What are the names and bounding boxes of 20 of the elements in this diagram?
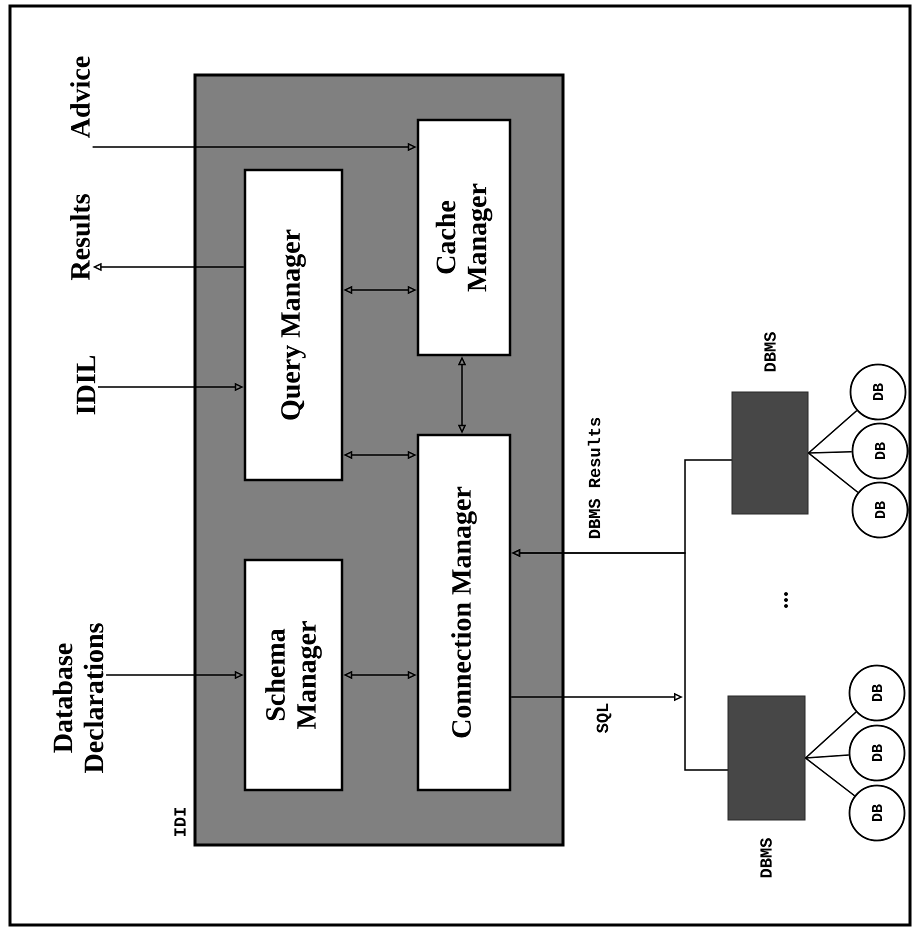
connector-line bbox=[805, 712, 856, 759]
component-box: Query Manager bbox=[244, 168, 344, 482]
input-label: IDIL bbox=[76, 356, 96, 414]
dbms-label: DBMS bbox=[760, 838, 772, 878]
input-label: Advice bbox=[70, 56, 90, 138]
dbms-label: DBMS bbox=[764, 332, 776, 372]
connector-line bbox=[808, 410, 858, 454]
panel-label: IDI bbox=[174, 808, 186, 836]
ellipsis: ... bbox=[784, 592, 788, 608]
component-box: Connection Manager bbox=[416, 434, 512, 792]
component-box: Cache Manager bbox=[416, 118, 512, 356]
input-label: Database Declarations bbox=[52, 623, 104, 773]
connector-line bbox=[805, 757, 855, 796]
connector-line bbox=[808, 452, 858, 493]
component-box: Schema Manager bbox=[244, 558, 344, 792]
connector-line bbox=[805, 754, 849, 759]
input-label: Results bbox=[70, 194, 90, 280]
connector-line bbox=[808, 451, 852, 454]
edge-label: DBMS Results bbox=[586, 416, 602, 540]
edge-label: SQL bbox=[596, 702, 612, 734]
